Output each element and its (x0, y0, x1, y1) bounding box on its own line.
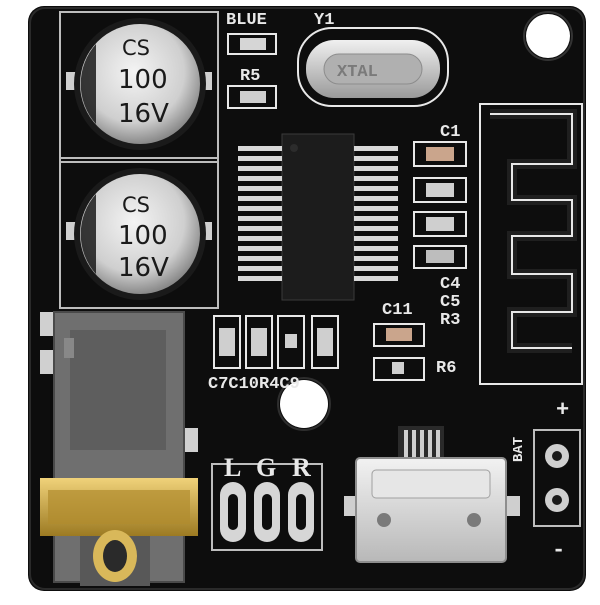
smd-group-bottom (213, 315, 339, 369)
lgr-pads (220, 482, 314, 542)
cap-c11 (373, 323, 425, 347)
bat-plus-hole (552, 451, 562, 461)
label-g: G (256, 453, 276, 482)
capacitor-outline-top (59, 11, 219, 163)
blue-led-body (240, 38, 266, 50)
main-ic (281, 133, 355, 301)
label-c4: C4 (440, 275, 460, 294)
capacitor-top: CS 100 16V (66, 18, 212, 150)
capacitor-top-brand: CS (122, 36, 150, 60)
capacitor-outline-bottom (59, 157, 219, 309)
capacitor-bottom-value: 100 (118, 221, 168, 251)
blue-led (227, 33, 277, 55)
capacitor-bottom-brand: CS (122, 193, 150, 217)
resistor-r5-body (240, 91, 266, 103)
capacitor-top-value: 100 (118, 65, 168, 95)
pcb-edge-highlight (29, 7, 585, 590)
lgr-outline (211, 463, 323, 551)
resistor-r6 (373, 357, 425, 381)
smd-column-right (413, 141, 467, 269)
capacitor-top-voltage: 16V (118, 99, 169, 129)
audio-jack (40, 311, 198, 586)
crystal-y1: XTAL (297, 27, 449, 107)
label-c1: C1 (440, 123, 460, 142)
mounting-hole (526, 14, 570, 58)
label-y1: Y1 (314, 11, 334, 30)
center-hole-ring (277, 377, 331, 431)
label-r3: R3 (440, 311, 460, 330)
bat-minus-hole (552, 495, 562, 505)
cap-c11-body (386, 328, 412, 341)
ic-pins-right (354, 146, 398, 281)
resistor-r6-body (392, 362, 404, 374)
resistor-r5 (227, 85, 277, 109)
label-c7c10r4c9: C7C10R4C9 (208, 375, 300, 394)
label-c11: C11 (382, 301, 413, 320)
center-hole (280, 380, 328, 428)
label-blue: BLUE (226, 11, 267, 30)
label-l: L (224, 453, 241, 482)
label-r5: R5 (240, 67, 260, 86)
bat-outline (533, 429, 581, 527)
capacitor-bottom: CS 100 16V (66, 168, 212, 300)
crystal-marking: XTAL (337, 63, 378, 82)
micro-usb-port (344, 426, 520, 563)
label-minus: - (552, 538, 565, 563)
label-r6: R6 (436, 359, 456, 378)
ic-pins-left (238, 146, 282, 281)
label-c5: C5 (440, 293, 460, 312)
pcb-antenna (479, 103, 583, 385)
label-r: R (292, 453, 311, 482)
label-plus: + (556, 398, 569, 423)
label-bat: BAT (511, 437, 527, 462)
capacitor-bottom-voltage: 16V (118, 253, 169, 283)
mounting-hole-ring (523, 11, 573, 61)
